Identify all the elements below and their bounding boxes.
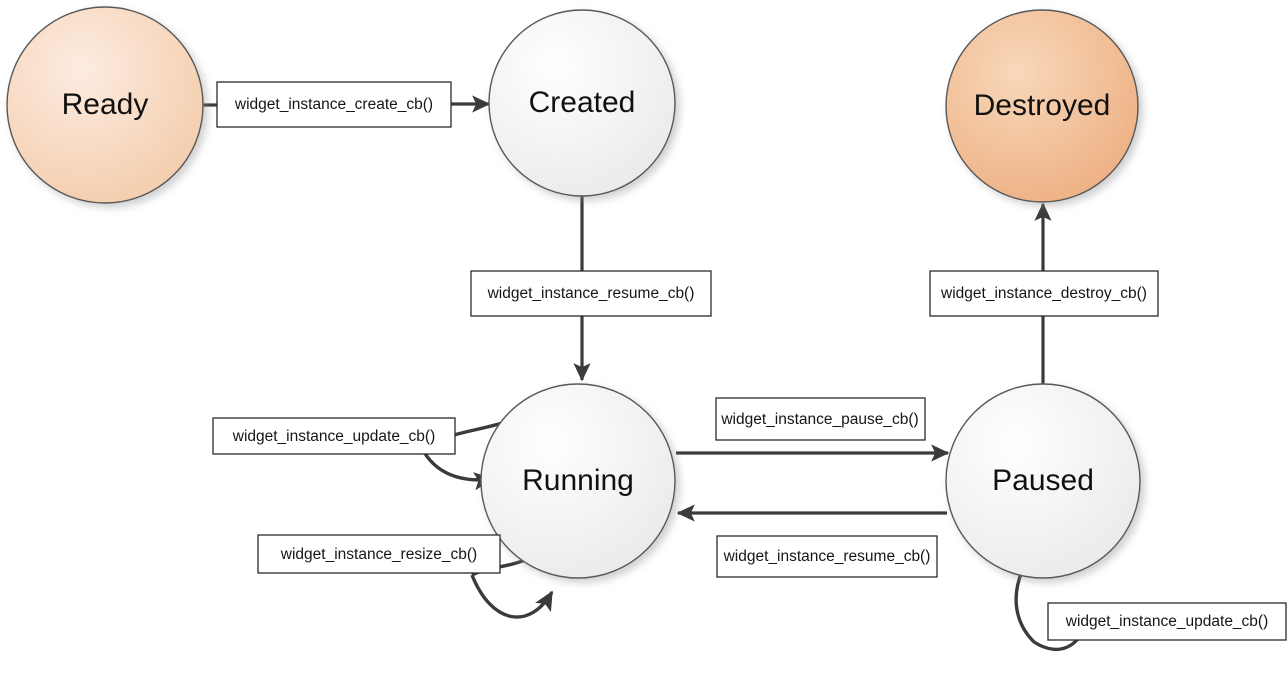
node-running[interactable]: Running [480, 383, 676, 579]
node-created-label: Created [529, 86, 636, 119]
edge-label-resume-paused[interactable]: widget_instance_resume_cb() [716, 535, 938, 578]
edge-label-resume-created[interactable]: widget_instance_resume_cb() [470, 270, 712, 317]
edge-update-paused-tail [1014, 570, 1036, 644]
edge-label-resize-running-box[interactable] [257, 534, 501, 574]
node-running-label: Running [522, 464, 634, 497]
edge-label-update-paused[interactable]: widget_instance_update_cb() [1047, 602, 1287, 641]
edge-label-destroy[interactable]: widget_instance_destroy_cb() [929, 270, 1159, 317]
node-destroyed-circle[interactable] [945, 9, 1139, 203]
node-created-circle[interactable] [488, 9, 676, 197]
edge-label-resume-paused-box[interactable] [716, 535, 938, 578]
edge-label-destroy-text: widget_instance_destroy_cb() [940, 285, 1147, 302]
edge-label-update-running-box[interactable] [212, 417, 456, 455]
edge-label-create[interactable]: widget_instance_create_cb() [216, 81, 452, 128]
edge-label-update-running[interactable]: widget_instance_update_cb() [212, 417, 456, 455]
edge-label-pause-text: widget_instance_pause_cb() [720, 411, 918, 428]
node-paused-label: Paused [992, 464, 1094, 497]
edge-label-update-paused-box[interactable] [1047, 602, 1287, 641]
edge-label-destroy-box[interactable] [929, 270, 1159, 317]
node-ready-circle[interactable] [6, 6, 204, 204]
node-paused-circle[interactable] [945, 383, 1141, 579]
edge-label-resume-created-box[interactable] [470, 270, 712, 317]
edge-resize-running-head [470, 574, 554, 619]
node-destroyed[interactable]: Destroyed [945, 9, 1139, 203]
edge-create [203, 95, 491, 113]
edge-label-resume-paused-text: widget_instance_resume_cb() [723, 548, 931, 565]
edge-label-pause-box[interactable] [715, 397, 926, 441]
node-running-circle[interactable] [480, 383, 676, 579]
edge-label-pause[interactable]: widget_instance_pause_cb() [715, 397, 926, 441]
edge-label-resize-running-text: widget_instance_resize_cb() [280, 546, 477, 563]
edge-label-create-box[interactable] [216, 81, 452, 128]
edge-label-create-text: widget_instance_create_cb() [234, 96, 433, 113]
node-ready[interactable]: Ready [6, 6, 204, 204]
edge-label-update-running-text: widget_instance_update_cb() [232, 428, 436, 445]
node-destroyed-label: Destroyed [974, 89, 1111, 122]
node-ready-label: Ready [62, 88, 149, 121]
edge-label-update-paused-text: widget_instance_update_cb() [1065, 613, 1269, 630]
node-created[interactable]: Created [488, 9, 676, 197]
node-paused[interactable]: Paused [945, 383, 1141, 579]
edge-label-resize-running[interactable]: widget_instance_resize_cb() [257, 534, 501, 574]
edge-label-resume-created-text: widget_instance_resume_cb() [487, 285, 695, 302]
